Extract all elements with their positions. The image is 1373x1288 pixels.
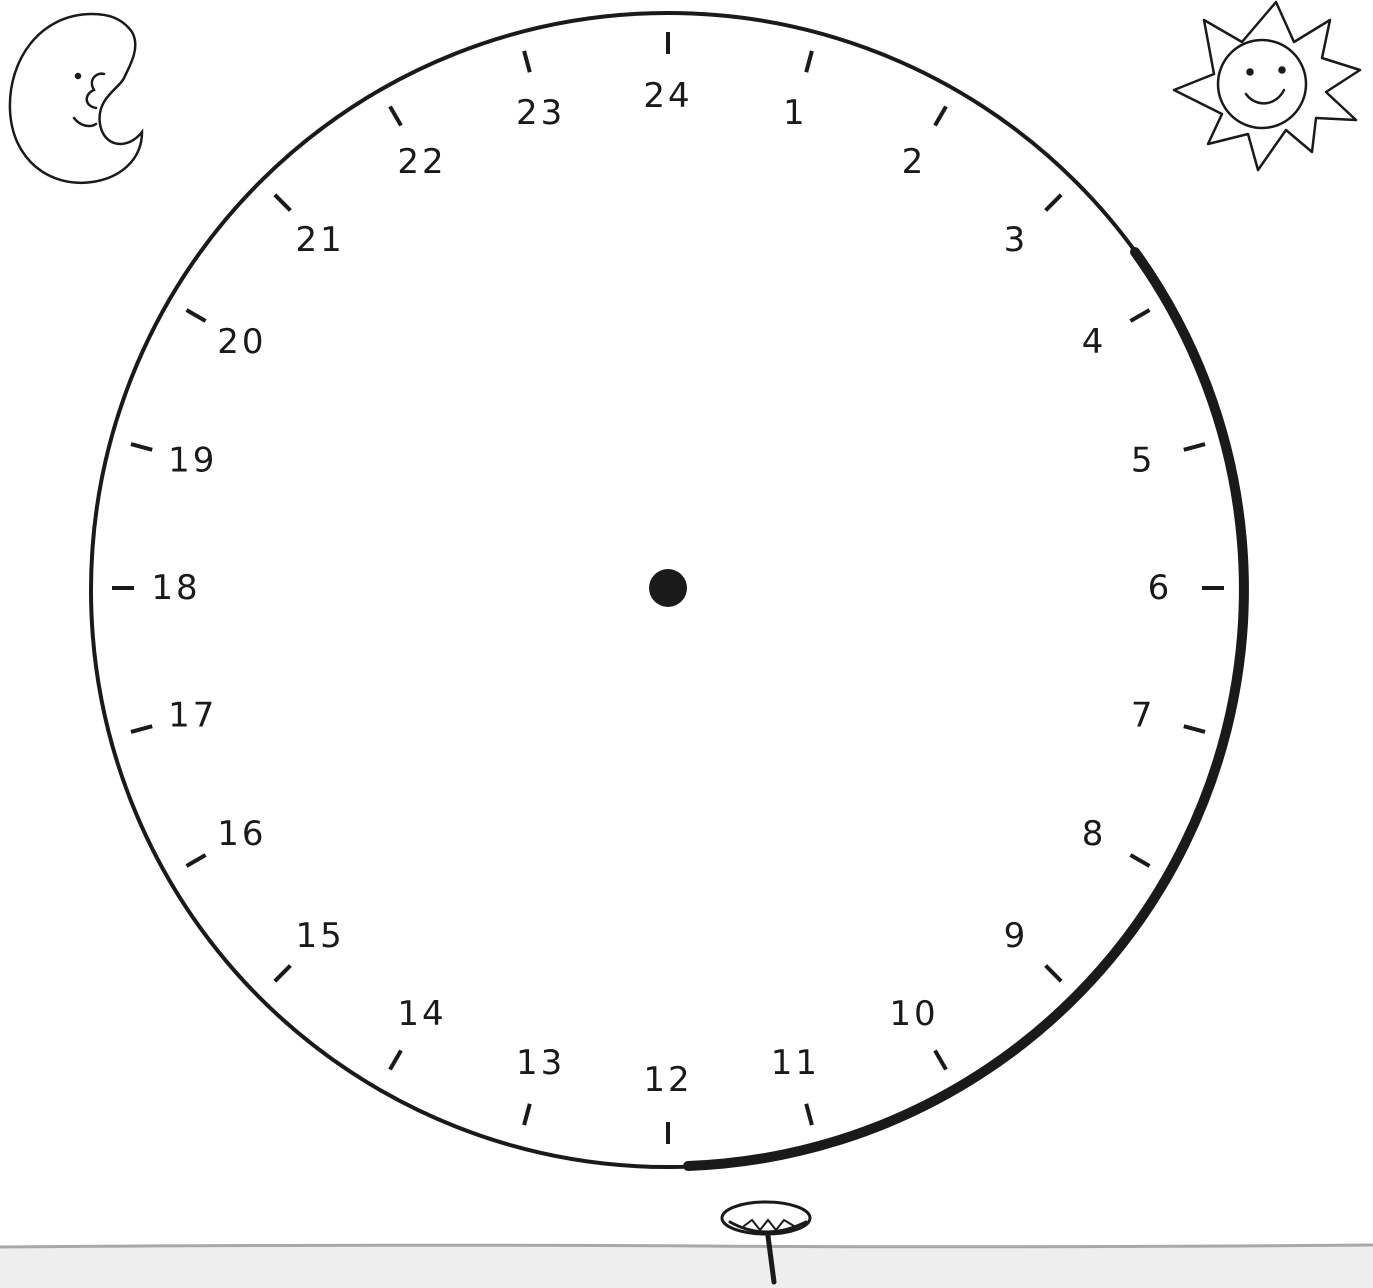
center-dot: [649, 569, 687, 607]
ground-edge: [0, 1245, 1373, 1247]
hour-label: 15: [295, 916, 344, 956]
hour-label: 18: [151, 568, 200, 608]
hour-label: 14: [397, 994, 446, 1034]
hour-label: 8: [1082, 814, 1107, 854]
hour-label: 2: [902, 142, 927, 182]
hour-label: 9: [1004, 916, 1029, 956]
hour-label: 16: [217, 814, 266, 854]
hour-label: 22: [397, 142, 446, 182]
hour-label: 3: [1004, 220, 1029, 260]
hour-label: 5: [1131, 441, 1156, 481]
hour-label: 21: [295, 220, 344, 260]
ground-strip: [0, 1245, 1373, 1288]
hour-label: 10: [889, 994, 938, 1034]
ground-fill: [0, 1246, 1373, 1288]
hour-label: 6: [1148, 568, 1173, 608]
hour-label: 19: [168, 441, 217, 481]
sun-icon: [1174, 2, 1360, 170]
hour-label: 1: [783, 93, 808, 133]
hour-label: 17: [168, 695, 217, 735]
hour-label: 23: [516, 93, 565, 133]
hour-label: 24: [643, 76, 692, 116]
hour-label: 12: [643, 1060, 692, 1100]
hour-label: 7: [1131, 695, 1156, 735]
crescent-moon-icon: [10, 14, 142, 183]
hour-label: 4: [1082, 322, 1107, 362]
hour-label: 13: [516, 1043, 565, 1083]
hour-label: 11: [771, 1043, 820, 1083]
hour-label: 20: [217, 322, 266, 362]
